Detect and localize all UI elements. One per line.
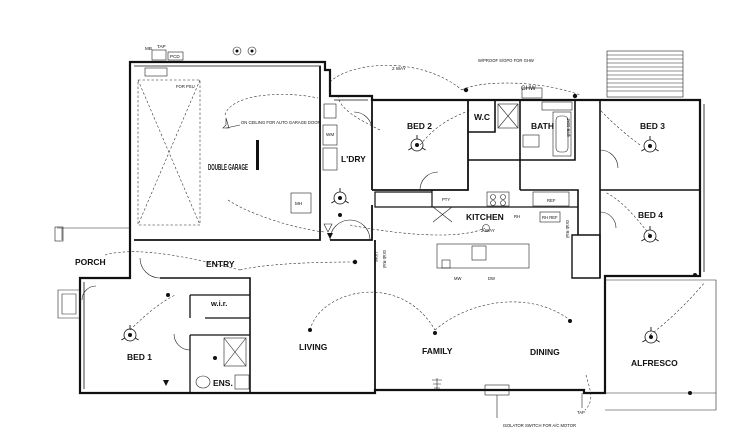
- room-label-living: LIVING: [299, 342, 328, 352]
- room-labels: DOUBLE GARAGE BED 2 BED 3 BED 4 BED 1 L'…: [75, 112, 678, 388]
- room-label-bed1: BED 1: [127, 352, 152, 362]
- fan-alfresco-icon: [642, 327, 660, 344]
- label-two-way-kitchen: 2 WAY: [481, 228, 495, 233]
- garage-door-track: [137, 79, 201, 226]
- room-label-entry: ENTRY: [206, 259, 235, 269]
- room-label-wir: w.i.r.: [210, 299, 227, 308]
- door-swings: [81, 111, 619, 351]
- label-tap-bottom: TAP: [577, 410, 585, 415]
- room-label-bed3: BED 3: [640, 121, 665, 131]
- room-label-kitchen: KITCHEN: [466, 212, 504, 222]
- label-pty: PTY: [442, 197, 450, 202]
- room-label-bath: BATH: [531, 121, 554, 131]
- fan-bed3-icon: [641, 136, 659, 153]
- label-pcd: PCD: [170, 54, 180, 59]
- interior-walls: [84, 66, 700, 393]
- porch: [54, 226, 130, 319]
- room-label-porch: PORCH: [75, 257, 106, 267]
- room-label-ensuite: ENS.: [213, 378, 233, 388]
- electrical-wiring: [104, 65, 706, 411]
- fan-bed1-icon: [121, 325, 139, 342]
- stairs: [606, 50, 684, 98]
- room-label-bed2: BED 2: [407, 121, 432, 131]
- label-rh-ref: RH REF: [542, 215, 558, 220]
- label-fixed-bath: 1500 Bath: [566, 118, 571, 138]
- fan-living-icon: [331, 188, 349, 205]
- label-grab-rail-2: Grab Rail: [565, 220, 570, 238]
- label-dw: DW: [488, 276, 495, 281]
- label-ghw: GHW: [521, 86, 536, 92]
- fan-bed2-icon: [408, 135, 426, 152]
- room-label-bed4: BED 4: [638, 210, 663, 220]
- label-ceiling-note: ON CEILING FOR AUTO GARAGE DOOR: [241, 120, 321, 125]
- label-ref: REF: [547, 198, 556, 203]
- label-mb: MB: [145, 46, 152, 51]
- laundry-fixtures: [322, 103, 371, 241]
- annotation-labels: MB TAP PCD FOR PSU ON CEILING FOR AUTO G…: [145, 44, 585, 428]
- label-for-psu: FOR PSU: [176, 84, 195, 89]
- kitchen-fixtures: [432, 191, 570, 269]
- fan-bed4-icon: [641, 226, 659, 243]
- room-label-double-garage: DOUBLE GARAGE: [208, 162, 248, 172]
- room-label-alfresco: ALFRESCO: [631, 358, 678, 368]
- label-tap-top: TAP: [157, 44, 166, 49]
- label-two-way-top: 2 WAY: [392, 66, 406, 71]
- ceiling-fans: [121, 135, 660, 344]
- label-wm: WM: [326, 132, 334, 137]
- label-grab-rail: Grab Rail: [382, 250, 387, 268]
- room-label-dining: DINING: [530, 347, 560, 357]
- ensuite-fixtures: [195, 337, 250, 390]
- label-wp-gpo: W/PROOF S/GPO FOR GHW: [478, 58, 534, 63]
- bathroom-fixtures: [497, 87, 573, 157]
- exterior-walls: [78, 60, 705, 395]
- alfresco-area: [605, 279, 717, 411]
- label-linen: Linen: [374, 252, 379, 263]
- label-rh: RH: [514, 214, 520, 219]
- garage-features: [144, 46, 312, 214]
- label-isolator: ISOLATOR SWITCH FOR A/C MOTOR: [503, 423, 576, 428]
- room-label-laundry: L'DRY: [341, 154, 366, 164]
- electrical-symbols: [163, 87, 697, 418]
- label-mh: MH: [295, 201, 302, 206]
- room-label-family: FAMILY: [422, 346, 453, 356]
- label-mw: MW: [454, 276, 461, 281]
- room-label-wc: W.C: [474, 112, 490, 122]
